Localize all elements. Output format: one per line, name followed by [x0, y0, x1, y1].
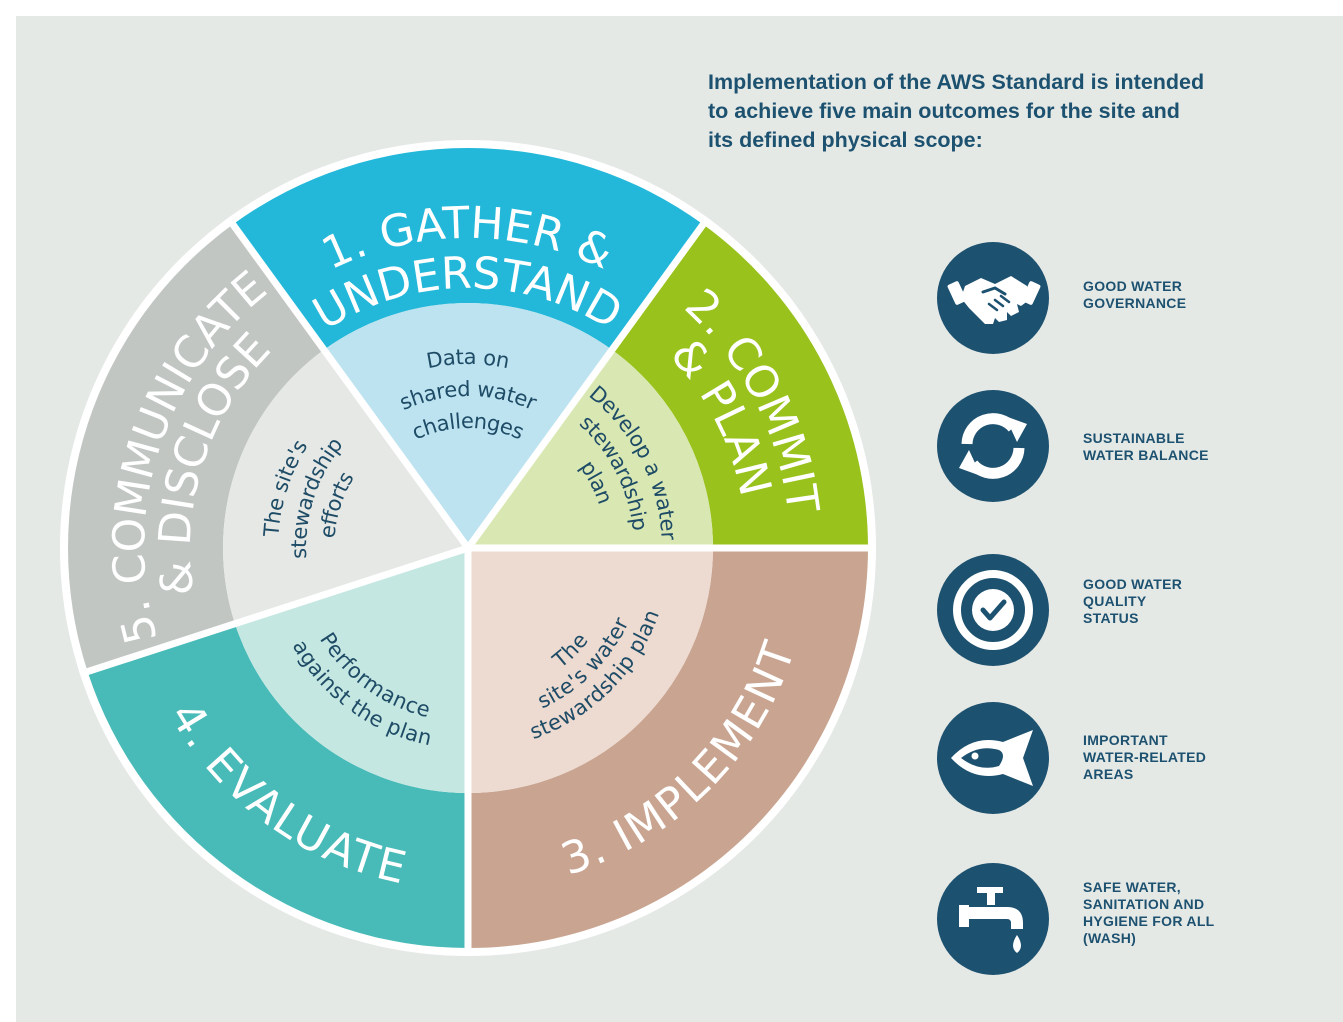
outcome-label: IMPORTANT WATER-RELATED AREAS [1083, 732, 1207, 782]
outcome-label: SUSTAINABLE WATER BALANCE [1083, 430, 1209, 463]
outcome-label: GOOD WATER GOVERNANCE [1083, 278, 1187, 311]
cycle-arrows-icon [937, 390, 1049, 502]
intro-text: Implementation of the AWS Standard is in… [708, 68, 1338, 155]
check-circle-icon [937, 554, 1049, 666]
outcome-good-water-governance: GOOD WATER GOVERNANCE [937, 242, 1337, 354]
wheel-inner-evaluate [234, 548, 468, 793]
handshake-icon [937, 242, 1049, 354]
wheel-outer-implement [468, 548, 868, 948]
outcome-label: GOOD WATER QUALITY STATUS [1083, 576, 1183, 626]
outcome-safe-water-sanitation-hygiene: SAFE WATER, SANITATION AND HYGIENE FOR A… [937, 863, 1337, 975]
wheel-outer-communicate-disclose [68, 224, 324, 672]
water-tap-icon [937, 863, 1049, 975]
wheel-outer-gather-understand [232, 148, 704, 350]
segment-divider [225, 215, 471, 551]
outcome-sustainable-water-balance: SUSTAINABLE WATER BALANCE [937, 390, 1337, 502]
segment-divider [465, 215, 711, 551]
step-output-gather-understand: Data on [425, 345, 512, 373]
wheel-inner-commit-plan [468, 349, 713, 548]
wheel-inner-communicate-disclose [223, 349, 468, 624]
outcome-label: SAFE WATER, SANITATION AND HYGIENE FOR A… [1083, 879, 1215, 946]
wheel-inner-implement [468, 548, 713, 793]
intro-line: Implementation of the AWS Standard is in… [708, 70, 1205, 94]
wheel-outer-commit-plan [612, 224, 868, 549]
segment-divider [78, 544, 470, 678]
wheel-outer-evaluate [87, 623, 468, 948]
intro-line: to achieve five main outcomes for the si… [708, 99, 1180, 123]
outcome-important-water-related-areas: IMPORTANT WATER-RELATED AREAS [937, 702, 1337, 814]
outcome-good-water-quality-status: GOOD WATER QUALITY STATUS [937, 554, 1337, 666]
intro-line: its defined physical scope: [708, 128, 983, 152]
wheel-inner-gather-understand [323, 302, 613, 548]
fish-icon [937, 702, 1049, 814]
